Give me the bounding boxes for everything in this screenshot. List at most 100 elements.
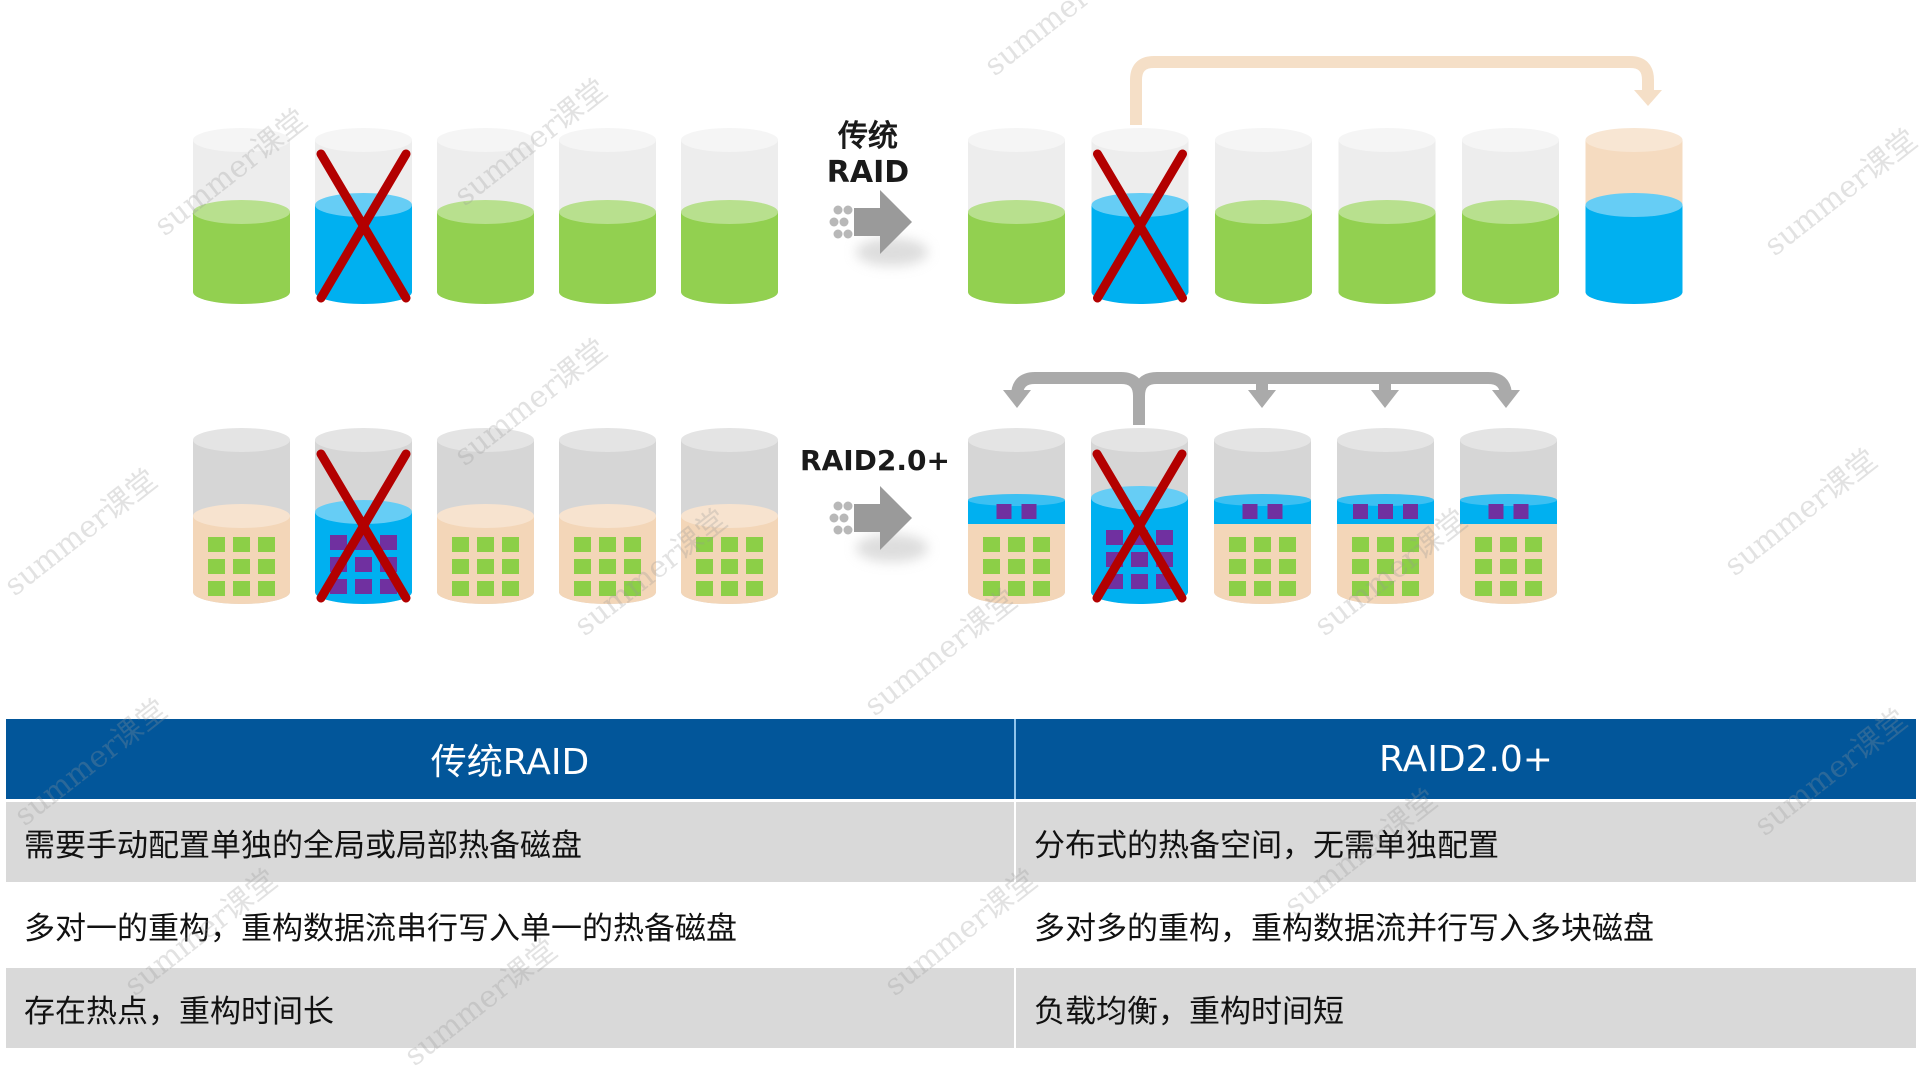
data-chunk bbox=[1500, 537, 1517, 552]
failed-cross-icon bbox=[1092, 449, 1187, 603]
failed-cross-icon bbox=[316, 449, 411, 603]
data-chunk bbox=[452, 559, 469, 574]
spare-chunk bbox=[1513, 504, 1529, 519]
data-chunk bbox=[477, 581, 494, 596]
data-chunk bbox=[258, 537, 275, 552]
data-chunk bbox=[599, 537, 616, 552]
data-chunk bbox=[1525, 559, 1542, 574]
data-chunk bbox=[696, 581, 713, 596]
disk-icon bbox=[193, 428, 290, 604]
data-chunk bbox=[1131, 552, 1148, 567]
data-chunk bbox=[746, 537, 763, 552]
data-chunk bbox=[1229, 581, 1246, 596]
data-chunk bbox=[502, 537, 519, 552]
data-chunk bbox=[1033, 581, 1050, 596]
raid2-before-disks bbox=[193, 428, 778, 604]
distributed-rebuild-arrows-icon bbox=[1003, 372, 1520, 425]
spare-chunk bbox=[1267, 504, 1283, 519]
data-chunk bbox=[983, 581, 1000, 596]
spare-chunk bbox=[1403, 504, 1418, 519]
data-chunk bbox=[1475, 537, 1492, 552]
disk-icon bbox=[559, 128, 656, 304]
data-chunk bbox=[574, 537, 591, 552]
data-chunk bbox=[1008, 537, 1025, 552]
arrow-head-icon bbox=[1492, 390, 1520, 408]
data-chunk bbox=[1475, 581, 1492, 596]
cell-raid2: 多对多的重构，重构数据流并行写入多块磁盘 bbox=[1014, 882, 1916, 967]
data-chunk bbox=[696, 537, 713, 552]
data-chunk bbox=[746, 581, 763, 596]
data-chunk bbox=[1229, 537, 1246, 552]
data-chunk bbox=[1033, 559, 1050, 574]
disk-icon bbox=[193, 128, 290, 304]
failed-disk-icon bbox=[315, 428, 412, 604]
failed-disk-icon bbox=[1091, 428, 1188, 604]
arrow-head-icon bbox=[1634, 90, 1662, 106]
disk-icon bbox=[1462, 128, 1559, 304]
transform-arrow-icon bbox=[829, 486, 928, 562]
data-chunk bbox=[1156, 530, 1173, 545]
rebuild-to-spare-arrow-icon bbox=[1130, 56, 1654, 125]
failed-disk-icon bbox=[315, 128, 412, 304]
header-raid2: RAID2.0+ bbox=[1014, 719, 1916, 801]
failed-cross-icon bbox=[1093, 149, 1187, 303]
data-chunk bbox=[477, 559, 494, 574]
raid-comparison-diagram: 传统 RAID RAID2.0+ bbox=[193, 56, 1683, 604]
data-chunk bbox=[1525, 581, 1542, 596]
data-chunk bbox=[1229, 559, 1246, 574]
data-chunk bbox=[330, 535, 347, 550]
disk-icon bbox=[1460, 428, 1557, 604]
traditional-raid-before-disks bbox=[193, 128, 778, 304]
data-chunk bbox=[721, 537, 738, 552]
header-traditional-raid: 传统RAID bbox=[6, 719, 1015, 801]
table-row: 存在热点，重构时间长 负载均衡，重构时间短 bbox=[6, 965, 1916, 1048]
data-chunk bbox=[1352, 537, 1369, 552]
disk-icon bbox=[559, 428, 656, 604]
failed-disk-icon bbox=[1091, 128, 1189, 304]
data-chunk bbox=[1033, 537, 1050, 552]
top-label-line2: RAID bbox=[827, 155, 909, 190]
spare-chunk bbox=[996, 504, 1012, 519]
data-chunk bbox=[477, 537, 494, 552]
data-chunk bbox=[624, 581, 641, 596]
data-chunk bbox=[233, 559, 250, 574]
data-chunk bbox=[208, 581, 225, 596]
data-chunk bbox=[983, 559, 1000, 574]
disk-icon bbox=[968, 128, 1065, 304]
transform-arrow-icon bbox=[829, 190, 928, 266]
disk-icon bbox=[1338, 128, 1436, 304]
data-chunk bbox=[1500, 581, 1517, 596]
data-chunk bbox=[983, 537, 1000, 552]
data-chunk bbox=[1008, 581, 1025, 596]
table-row: 需要手动配置单独的全局或局部热备磁盘 分布式的热备空间，无需单独配置 bbox=[6, 799, 1916, 884]
data-chunk bbox=[1254, 581, 1271, 596]
data-chunk bbox=[1377, 581, 1394, 596]
data-chunk bbox=[233, 581, 250, 596]
data-chunk bbox=[1525, 537, 1542, 552]
data-chunk bbox=[1402, 559, 1419, 574]
traditional-raid-after-disks bbox=[968, 128, 1683, 304]
data-chunk bbox=[355, 579, 372, 594]
disk-icon bbox=[1214, 428, 1311, 604]
table-header-row: 传统RAID RAID2.0+ bbox=[6, 719, 1916, 801]
disk-icon bbox=[437, 128, 534, 304]
comparison-table: 传统RAID RAID2.0+ 需要手动配置单独的全局或局部热备磁盘 分布式的热… bbox=[6, 719, 1916, 1048]
data-chunk bbox=[1131, 574, 1148, 589]
cell-raid2: 分布式的热备空间，无需单独配置 bbox=[1014, 799, 1916, 884]
data-chunk bbox=[208, 537, 225, 552]
data-chunk bbox=[1279, 581, 1296, 596]
cell-traditional: 需要手动配置单独的全局或局部热备磁盘 bbox=[6, 799, 1015, 884]
data-chunk bbox=[1279, 559, 1296, 574]
hot-spare-disk-icon bbox=[1585, 128, 1683, 304]
data-chunk bbox=[696, 559, 713, 574]
top-label-line1: 传统 bbox=[837, 119, 898, 154]
arrow-head-icon bbox=[1003, 390, 1031, 408]
data-chunk bbox=[258, 559, 275, 574]
data-chunk bbox=[1279, 537, 1296, 552]
data-chunk bbox=[1254, 537, 1271, 552]
data-chunk bbox=[502, 559, 519, 574]
data-chunk bbox=[1402, 581, 1419, 596]
data-chunk bbox=[1352, 581, 1369, 596]
arrow-head-icon bbox=[1371, 390, 1399, 408]
data-chunk bbox=[1377, 537, 1394, 552]
